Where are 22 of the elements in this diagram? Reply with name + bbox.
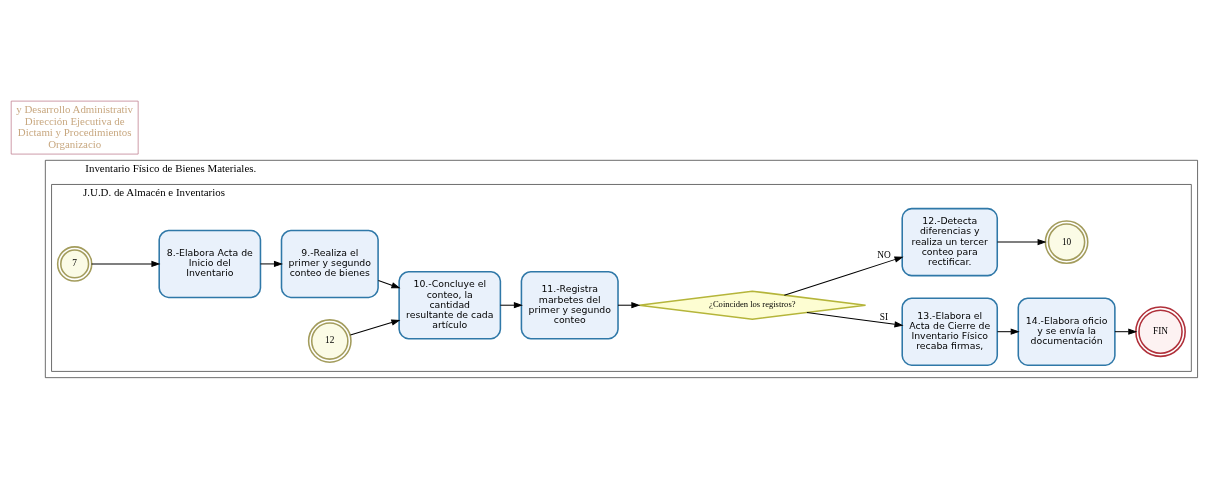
edge-label: NO <box>877 250 891 261</box>
arrow <box>617 302 641 309</box>
arrow <box>1114 328 1138 335</box>
arrow <box>349 319 401 336</box>
node-box: y Desarrollo Administrativ Dirección Ejecutiva de Dictami y Procedimientos Organizacio <box>10 100 139 155</box>
arrow <box>377 280 401 289</box>
node-diamond: ¿Coinciden los registros? <box>638 290 867 320</box>
node-box: 14.-Elabora oficio y se envía la documentación <box>1017 297 1116 366</box>
arrow <box>996 328 1020 335</box>
node-box: 12.-Detecta diferencias y realiza un tercer conteo para rectificar. <box>901 207 999 277</box>
node-box: 11.-Registra marbetes del primer y segundo conteo <box>520 270 619 340</box>
node-box: 13.-Elabora el Acta de Cierre de Inventario Físico recaba firmas, <box>901 297 999 366</box>
arrow <box>806 311 904 328</box>
node-box: 8.-Elabora Acta de Inicio del Inventario <box>158 229 262 299</box>
arrow <box>996 238 1047 246</box>
node-box: 9.-Realiza el primer y segundo conteo de bienes <box>280 229 379 299</box>
node-box: 10.-Concluye el conteo, la cantidad resultante de cada artículo <box>398 270 502 340</box>
edge-label: SI <box>879 312 889 323</box>
arrow <box>783 256 904 296</box>
arrow <box>259 260 283 268</box>
arrow <box>91 260 161 268</box>
arrow <box>499 302 523 309</box>
